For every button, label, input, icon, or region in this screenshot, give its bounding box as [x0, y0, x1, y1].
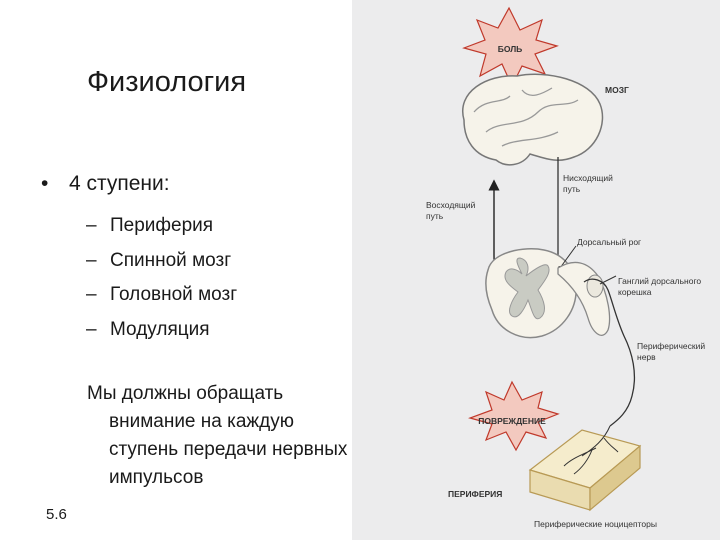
body-paragraph: Мы должны обращать внимание на каждую ст… — [87, 383, 348, 488]
sub-item-dash: – — [86, 318, 97, 340]
nociceptors-label: Периферические ноцицепторы — [534, 519, 657, 529]
sub-item-text: Спинной мозг — [110, 249, 232, 271]
brain-icon — [461, 73, 604, 166]
tissue-block-icon — [528, 425, 642, 512]
ganglion-label: корешка — [618, 287, 652, 297]
dorsal-horn-label: Дорсальный рог — [577, 237, 641, 247]
page-number: 5.6 — [46, 506, 67, 523]
ganglion-body — [586, 274, 604, 298]
peripheral-nerve-label: нерв — [637, 352, 656, 362]
sub-item-modulation: –Модуляция — [86, 313, 237, 348]
sub-item-dash: – — [86, 249, 97, 271]
bullet-main-text: 4 ступени: — [69, 172, 170, 195]
bullet-main: • 4 ступени: — [41, 172, 170, 196]
sub-list: –Периферия –Спинной мозг –Головной мозг … — [86, 209, 237, 347]
ascending-path-label: путь — [426, 211, 444, 221]
sub-item-periphery: –Периферия — [86, 209, 237, 244]
injury-burst-icon — [468, 380, 560, 452]
periphery-label: ПЕРИФЕРИЯ — [448, 489, 502, 499]
pain-label: БОЛЬ — [498, 44, 523, 54]
sub-item-text: Головной мозг — [110, 284, 238, 305]
sub-item-text: Модуляция — [110, 318, 210, 340]
pain-pathway-diagram: БОЛЬ МОЗГ Нисходящий путь Восходящий пут… — [352, 0, 720, 540]
dorsal-horn-leader — [559, 245, 577, 269]
diagram-svg: БОЛЬ МОЗГ Нисходящий путь Восходящий пут… — [426, 6, 705, 529]
slide-title: Физиология — [87, 66, 247, 98]
ganglion-label: Ганглий дорсального — [618, 276, 701, 286]
injury-label: ПОВРЕЖДЕНИЕ — [478, 416, 546, 426]
sub-item-dash: – — [86, 284, 97, 305]
ganglion-leader — [599, 275, 617, 285]
sub-item-brain: –Головной мозг — [86, 278, 237, 313]
bullet-dot: • — [41, 172, 49, 195]
sub-item-dash: – — [86, 215, 97, 236]
descending-path-label: путь — [563, 184, 581, 194]
ascending-path-label: Восходящий — [426, 200, 476, 210]
peripheral-nerve-label: Периферический — [637, 341, 705, 351]
sub-item-spinal-cord: –Спинной мозг — [86, 244, 237, 279]
descending-path-label: Нисходящий — [563, 173, 613, 183]
brain-label: МОЗГ — [605, 85, 629, 95]
sub-item-text: Периферия — [110, 215, 214, 236]
spinal-cord-icon — [485, 248, 577, 339]
